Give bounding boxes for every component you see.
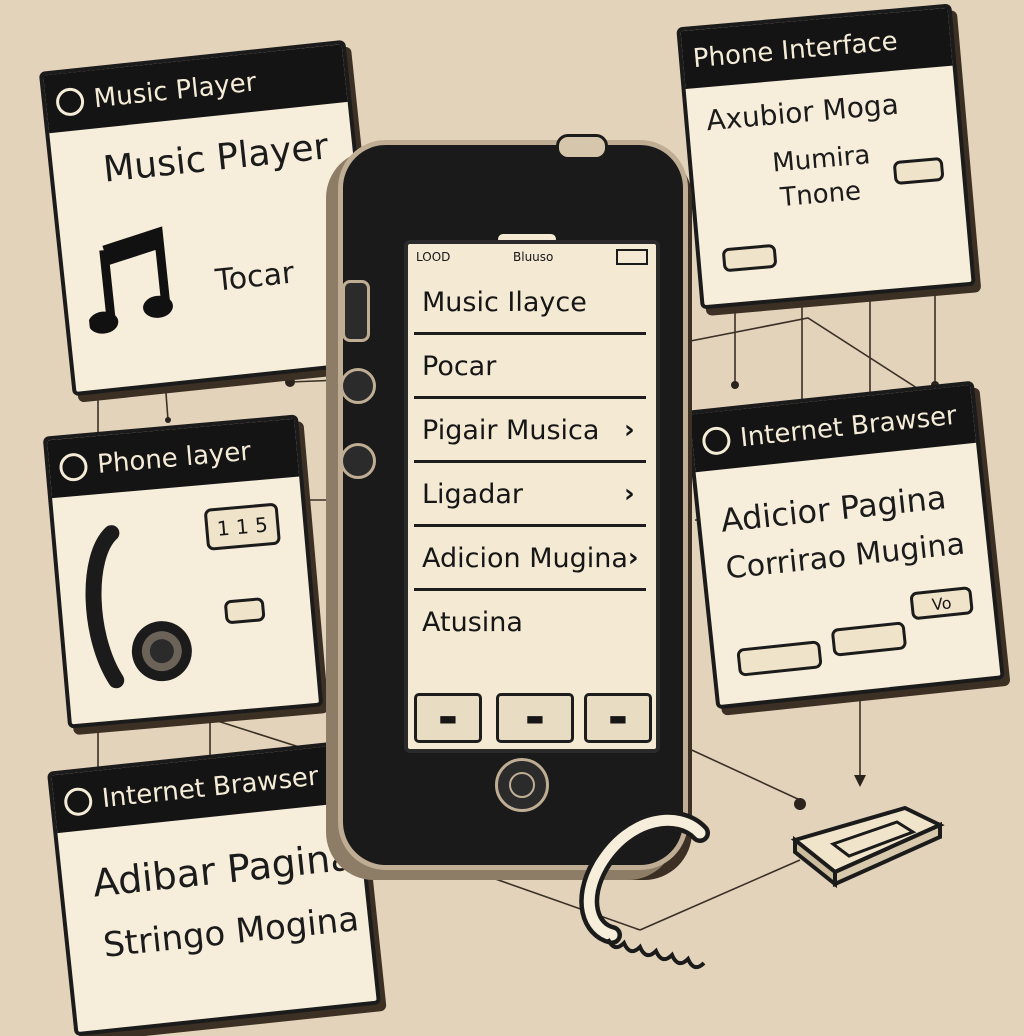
- panel-text-1: Adibar Pagina: [90, 834, 356, 906]
- phone-interface-panel: Phone Interface Axubior Moga Mumira Tnon…: [676, 3, 976, 310]
- play-action-label[interactable]: Tocar: [213, 255, 296, 299]
- battery-icon: [615, 249, 648, 265]
- panel-pill-button[interactable]: [721, 243, 778, 273]
- panel-pill-button[interactable]: [736, 640, 823, 677]
- panel-text-1: Adicior Pagina: [718, 478, 949, 540]
- phone-layer-panel: Phone layer 1 1 5: [42, 414, 324, 729]
- screen-title-row: Music Ilayce: [414, 272, 646, 335]
- home-button-icon[interactable]: [495, 758, 549, 812]
- internet-browser-panel-left: Internet Brawser Adibar Pagina Stringo M…: [46, 739, 382, 1036]
- panel-pill-button[interactable]: [892, 156, 945, 186]
- menu-item[interactable]: Ligadar ›: [414, 464, 646, 527]
- music-player-panel: Music Player Music Player Tocar: [38, 39, 380, 397]
- menu-item[interactable]: Pigair Musica ›: [414, 400, 646, 463]
- panel-text-2: Mumira: [771, 140, 872, 179]
- chevron-right-icon: ›: [624, 415, 635, 445]
- panel-header-title: Phone Interface: [691, 26, 899, 75]
- panel-header-title: Music Player: [92, 67, 258, 115]
- tab-bar-button-3[interactable]: ▬: [584, 693, 652, 743]
- panel-small-button[interactable]: [223, 597, 266, 625]
- menu-item-label: Atusina: [422, 606, 523, 638]
- panel-text-1: Axubior Moga: [704, 87, 900, 138]
- header-dot-icon: [62, 786, 94, 818]
- chevron-right-icon: ›: [624, 479, 635, 509]
- menu-item-label: Pigair Musica: [422, 414, 600, 446]
- menu-item-label: Pocar: [422, 350, 497, 382]
- menu-item-label: Adicion Mugina: [422, 542, 628, 574]
- power-button[interactable]: [556, 134, 608, 160]
- telephone-handset-icon: [560, 805, 720, 989]
- home-button-inner: [509, 772, 535, 798]
- status-bar: LOOD Bluuso: [408, 244, 656, 270]
- panel-pill-button[interactable]: [830, 621, 908, 657]
- header-dot-icon: [58, 451, 89, 483]
- music-note-icon: [80, 223, 181, 346]
- chevron-right-icon: ›: [627, 543, 639, 573]
- panel-header-title: Internet Brawser: [738, 400, 959, 454]
- volume-up-button[interactable]: [340, 368, 376, 404]
- tab-bar-button-1[interactable]: ▬: [414, 693, 482, 743]
- tab-icon: ▬: [525, 706, 545, 730]
- number-display: 1 1 5: [203, 502, 282, 551]
- volume-down-button[interactable]: [340, 443, 376, 479]
- menu-item-label: Ligadar: [422, 478, 524, 510]
- header-dot-icon: [54, 86, 86, 118]
- status-left-text: LOOD: [416, 250, 451, 264]
- usb-device-icon: [775, 790, 955, 904]
- internet-browser-panel-right: Internet Brawser Adicior Pagina Corrirao…: [685, 380, 1005, 710]
- menu-item[interactable]: Atusina: [414, 592, 646, 652]
- menu-item[interactable]: Adicion Mugina ›: [414, 528, 646, 591]
- menu-item[interactable]: Pocar: [414, 336, 646, 399]
- tab-icon: ▬: [608, 706, 628, 730]
- go-button[interactable]: Vo: [909, 586, 974, 621]
- panel-header-title: Internet Brawser: [100, 761, 320, 815]
- telephone-handset-icon: [73, 518, 208, 702]
- panel-text-3: Tnone: [779, 176, 863, 214]
- tab-bar-button-2[interactable]: ▬: [496, 693, 574, 743]
- side-switch[interactable]: [342, 280, 370, 342]
- status-center-text: Bluuso: [513, 250, 554, 264]
- screen-title: Music Ilayce: [422, 286, 587, 318]
- phone-screen: LOOD Bluuso Music Ilayce Pocar Pigair Mu…: [404, 240, 660, 753]
- tab-icon: ▬: [438, 706, 458, 730]
- panel-header-title: Phone layer: [96, 436, 253, 480]
- panel-text-2: Stringo Mogina: [101, 899, 361, 966]
- panel-title: Music Player: [101, 126, 331, 191]
- header-dot-icon: [701, 425, 732, 457]
- earpiece-speaker: [498, 234, 556, 244]
